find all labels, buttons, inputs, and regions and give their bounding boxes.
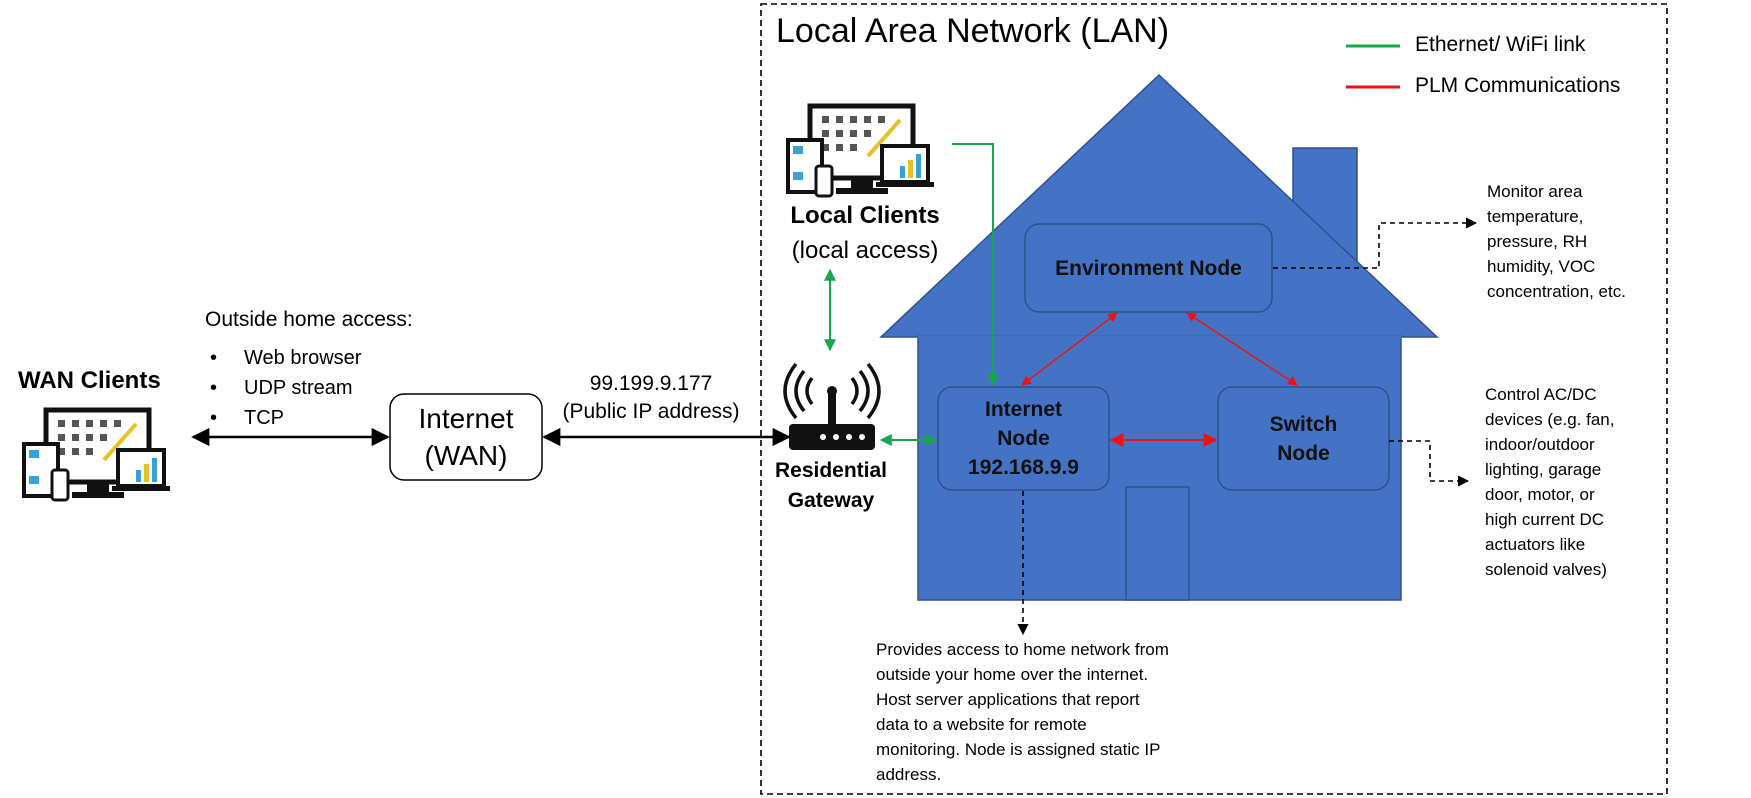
environment-node-box: [1024, 223, 1273, 313]
internet-wan-box: [389, 393, 543, 481]
switch-note-connector: [1389, 440, 1470, 487]
house-shape: [879, 73, 1439, 601]
public-ip-label: 99.199.9.177 (Public IP address): [562, 372, 740, 423]
plm-env-switch-link: [1186, 312, 1298, 386]
legend-plm-label: PLM Communications: [1415, 74, 1621, 97]
lan-boundary: [760, 3, 1668, 795]
outside-access-item: TCP: [204, 403, 361, 433]
outside-access-title: Outside home access:: [205, 308, 413, 331]
house-door: [1125, 486, 1190, 601]
environment-node-label: Environment Node: [1055, 257, 1242, 280]
switch-node-box: [1217, 386, 1390, 491]
outside-access-item: UDP stream: [204, 373, 361, 403]
plm-env-internet-link: [1021, 312, 1118, 386]
local-devices-icon: [786, 103, 934, 198]
environment-note-connector: [1273, 217, 1478, 269]
switch-node-label: Switch Node: [1269, 413, 1338, 465]
internet-node-label: Internet Node 192.168.9.9: [968, 398, 1079, 479]
lan-title: Local Area Network (LAN): [776, 12, 1170, 50]
switch-note: Control AC/DC devices (e.g. fan, indoor/…: [1485, 385, 1615, 579]
outside-access-list: Web browser UDP stream TCP: [204, 343, 361, 433]
outside-access-item: Web browser: [204, 343, 361, 373]
local-clients-internet-node-link: [952, 143, 999, 387]
gateway-label: Residential Gateway: [774, 459, 888, 512]
router-icon: [783, 362, 881, 450]
internet-note: Provides access to home network from out…: [876, 640, 1169, 784]
environment-note: Monitor area temperature, pressure, RH h…: [1487, 182, 1626, 301]
legend-ethernet-label: Ethernet/ WiFi link: [1415, 33, 1586, 56]
internet-node-box: [937, 386, 1110, 491]
internet-wan-label: Internet (WAN): [418, 403, 514, 471]
local-clients-label: Local Clients (local access): [790, 202, 940, 264]
wan-clients-label: WAN Clients: [18, 367, 161, 394]
wan-devices-icon: [22, 407, 170, 502]
